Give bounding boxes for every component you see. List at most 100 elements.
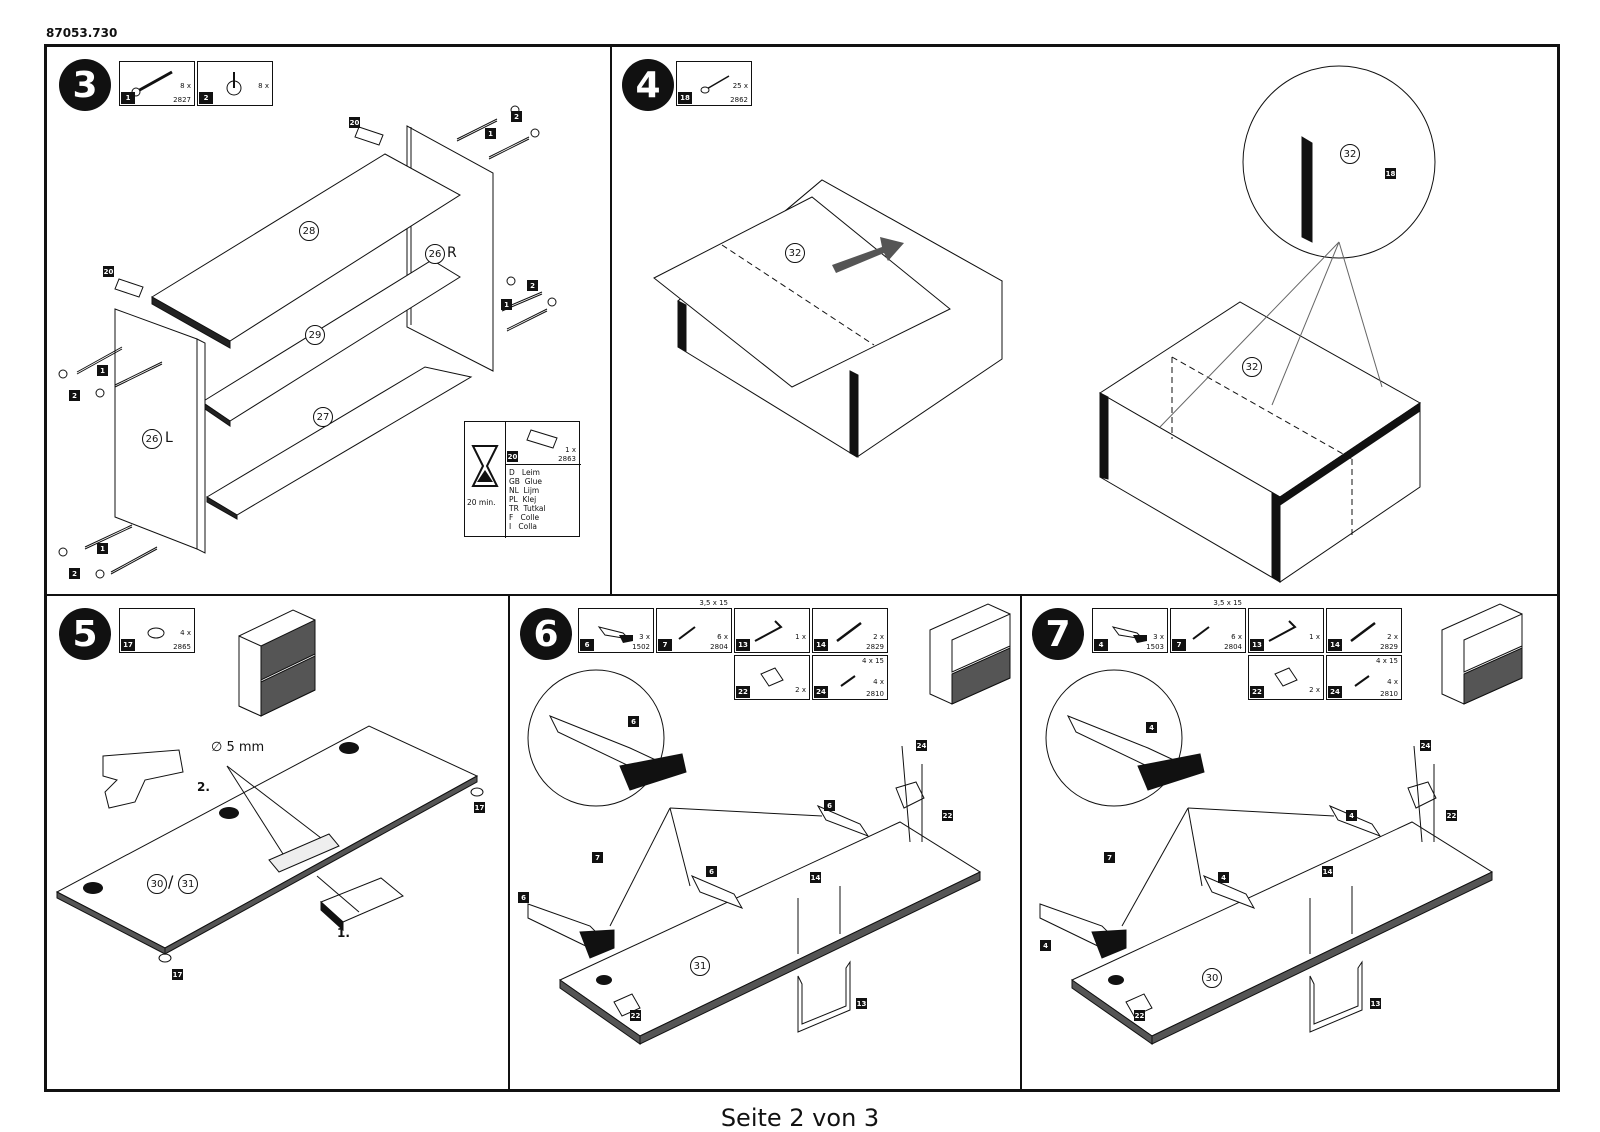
step-5-drawing — [55, 609, 484, 963]
part-qty: 2 x — [795, 686, 806, 694]
step-7-panel: 7 4 3 x 1503 3,5 x 15 7 6 x 2804 13 1 x … — [1022, 596, 1558, 1089]
screw-icon — [1192, 626, 1210, 640]
short-screw-icon — [840, 675, 856, 687]
tag-6-left: 6 — [518, 892, 529, 903]
part-qty: 3 x — [1153, 633, 1164, 641]
part-number: 13 — [1250, 639, 1264, 651]
part-label-32-right: 32 — [1242, 357, 1262, 377]
part-box-14: 14 2 x 2829 — [1326, 608, 1402, 653]
part-label-26l: 26 — [142, 429, 162, 449]
hourglass-icon — [471, 445, 499, 487]
tag-2-left-bottom: 2 — [69, 568, 80, 579]
part-label-32-zoom: 32 — [1340, 144, 1360, 164]
part-number: 14 — [1328, 639, 1342, 651]
part-number: 18 — [678, 92, 692, 104]
part-label-31: 31 — [178, 874, 198, 894]
tag-4-mid: 4 — [1218, 872, 1229, 883]
part-number: 6 — [580, 639, 594, 651]
part-qty: 6 x — [1231, 633, 1242, 641]
part-number: 7 — [658, 639, 672, 651]
part-label-28: 28 — [299, 221, 319, 241]
part-box-7: 3,5 x 15 7 6 x 2804 — [1170, 599, 1246, 653]
glue-part-number: 20 — [507, 451, 518, 462]
part-qty: 4 x — [180, 629, 191, 637]
part-qty: 4 x — [873, 678, 884, 686]
step-3-drawing — [58, 105, 557, 579]
glue-translations: D Leim GB Glue NL Lijm PL Klej TR Tutkal… — [509, 468, 546, 531]
handle-icon — [754, 620, 783, 642]
page-footer: Seite 2 von 3 — [720, 1104, 880, 1132]
tag-20-top: 20 — [349, 117, 360, 128]
tag-24: 24 — [1420, 740, 1431, 751]
part-qty: 4 x — [1387, 678, 1398, 686]
part-box-7: 3,5 x 15 7 6 x 2804 — [656, 599, 732, 653]
part-box-22: 22 2 x — [1248, 655, 1324, 700]
tag-22-left: 22 — [1134, 1010, 1145, 1021]
part-number: 24 — [814, 686, 828, 698]
part-label-32-left: 32 — [785, 243, 805, 263]
tag-1-mid: 1 — [501, 299, 512, 310]
part-number: 13 — [736, 639, 750, 651]
glide-pad-icon — [147, 627, 165, 639]
tag-20-left: 20 — [103, 266, 114, 277]
tag-13: 13 — [856, 998, 867, 1009]
part-box-18: 18 25 x 2862 — [676, 61, 752, 106]
tag-17-right: 17 — [474, 802, 485, 813]
part-code: 2862 — [730, 96, 748, 104]
board-separator: / — [168, 872, 174, 891]
step-4-number: 4 — [622, 59, 674, 111]
glue-qty: 1 x — [565, 446, 576, 454]
part-number: 22 — [1250, 686, 1264, 698]
tag-6-top: 6 — [824, 800, 835, 811]
part-number: 14 — [814, 639, 828, 651]
part-box-1: 1 8 x 2827 — [119, 61, 195, 106]
part-box-13: 13 1 x — [734, 608, 810, 653]
glue-dry-time: 20 min. — [467, 498, 496, 507]
step-5-panel: 5 17 4 x 2865 ∅ 5 mm 2. 1. 30 / 31 17 17 — [47, 596, 508, 1089]
tag-1-top: 1 — [485, 128, 496, 139]
part-box-22: 22 2 x — [734, 655, 810, 700]
part-label-29: 29 — [305, 325, 325, 345]
part-qty: 2 x — [873, 633, 884, 641]
part-qty: 6 x — [717, 633, 728, 641]
tag-4-top: 4 — [1346, 810, 1357, 821]
glue-code: 2863 — [558, 455, 576, 463]
part-number: 7 — [1172, 639, 1186, 651]
part-qty: 25 x — [732, 82, 748, 90]
part-qty: 8 x — [180, 82, 191, 90]
part-box-14: 14 2 x 2829 — [812, 608, 888, 653]
part-dim: 3,5 x 15 — [1213, 599, 1242, 607]
wood-screw-icon — [836, 622, 862, 642]
part-number: 22 — [736, 686, 750, 698]
part-code: 2827 — [173, 96, 191, 104]
tag-22-right: 22 — [942, 810, 953, 821]
part-code: 1503 — [1146, 643, 1164, 651]
divider-bottom-left — [508, 596, 510, 1089]
step-7-number: 7 — [1032, 608, 1084, 660]
part-box-24: 4 x 15 24 4 x 2810 — [812, 655, 888, 700]
part-dim: 4 x 15 — [1376, 657, 1398, 665]
part-number: 4 — [1094, 639, 1108, 651]
tag-7: 7 — [592, 852, 603, 863]
part-box-2: 2 8 x — [197, 61, 273, 106]
glue-bottle-icon — [526, 429, 558, 449]
divider-bottom-right — [1020, 596, 1022, 1089]
part-number: 24 — [1328, 686, 1342, 698]
step-4-panel: 4 18 25 x 2862 32 32 32 18 — [612, 47, 1560, 594]
tag-18-zoom: 18 — [1385, 168, 1396, 179]
part-code: 2829 — [866, 643, 884, 651]
tag-1-left-bottom: 1 — [97, 543, 108, 554]
tag-22-left: 22 — [630, 1010, 641, 1021]
part-code: 2810 — [866, 690, 884, 698]
step-3-number: 3 — [59, 59, 111, 111]
part-number: 17 — [121, 639, 135, 651]
glue-info-box: 20 min. 20 1 x 2863 D Leim GB Glue NL Li… — [464, 421, 581, 538]
step-5-number: 5 — [59, 608, 111, 660]
part-label-26r: 26 — [425, 244, 445, 264]
tag-4-zoom: 4 — [1146, 722, 1157, 733]
tag-24: 24 — [916, 740, 927, 751]
step-4-drawing — [653, 65, 1436, 583]
document-id: 87053.730 — [46, 26, 118, 40]
action-step-1: 1. — [337, 926, 350, 940]
tag-6-zoom: 6 — [628, 716, 639, 727]
